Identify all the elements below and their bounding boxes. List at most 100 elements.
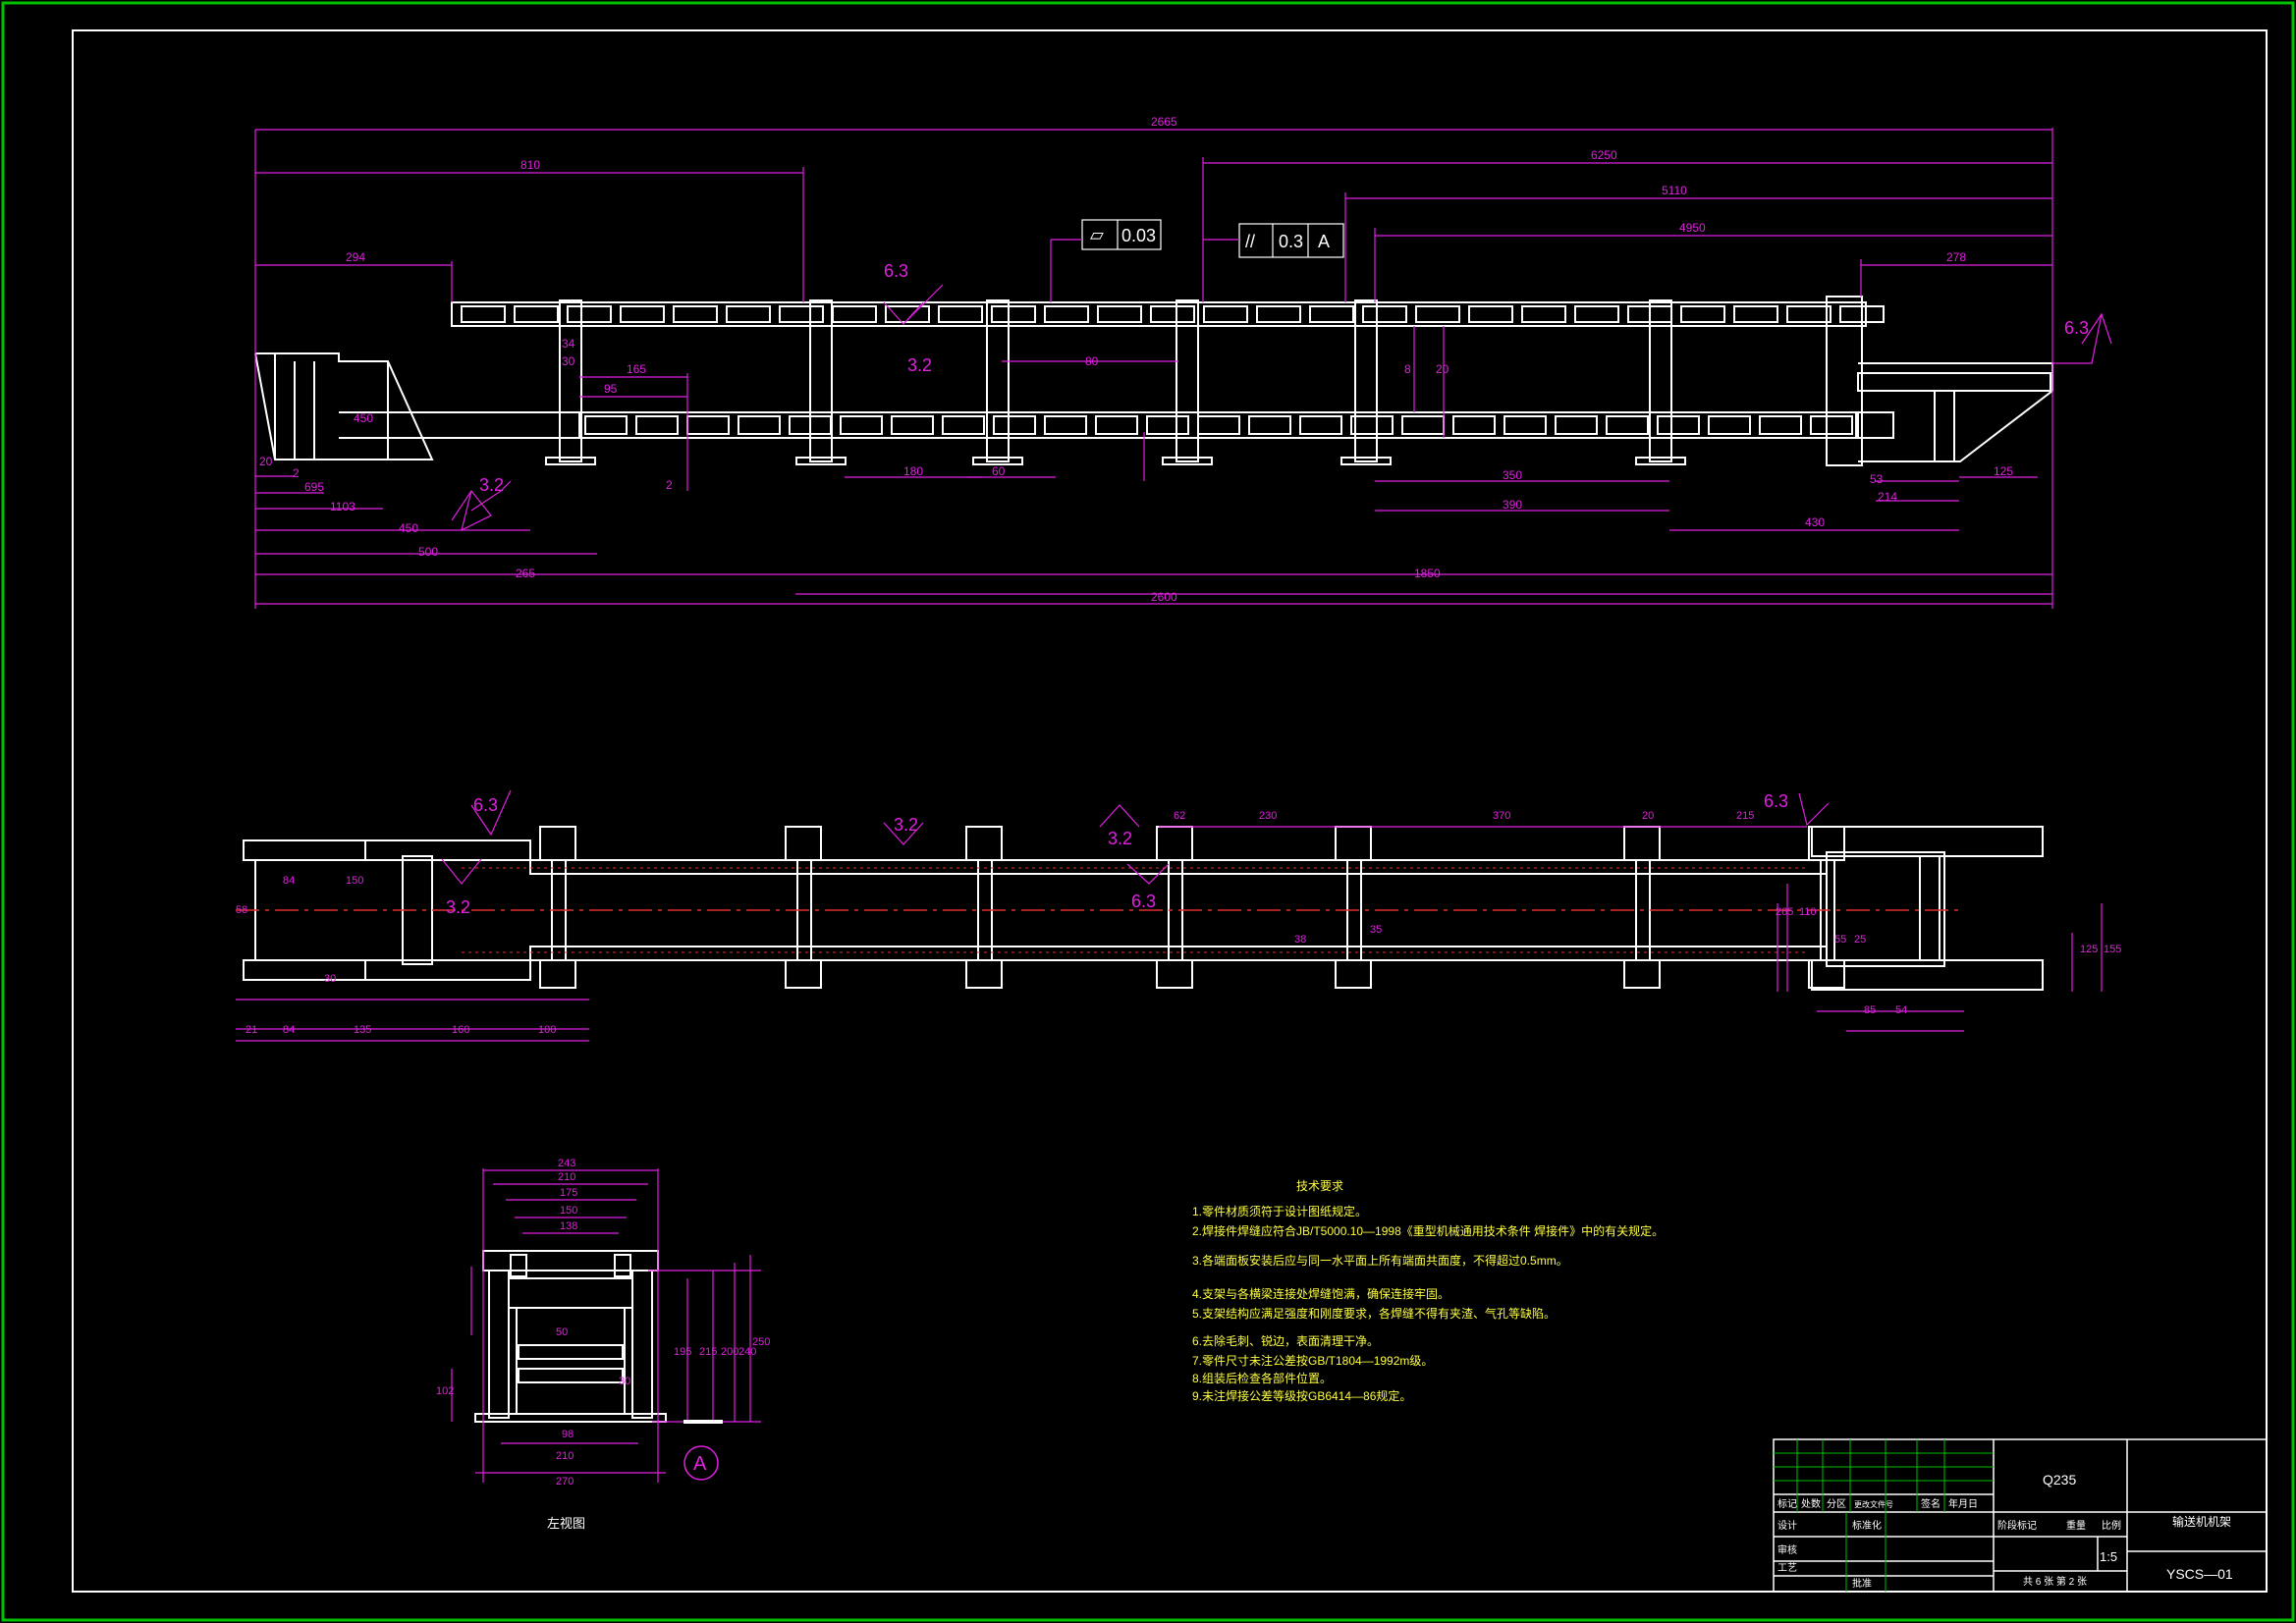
dim-500: 500 — [418, 545, 438, 559]
dim-450: 450 — [399, 521, 418, 535]
dim-270: 270 — [556, 1476, 574, 1488]
tech-line-1: 1.零件材质须符于设计图纸规定。 — [1192, 1204, 1367, 1218]
tb-design: 设计 — [1777, 1519, 1797, 1532]
top-view — [243, 826, 2044, 991]
tb-sign: 签名 — [1921, 1497, 1941, 1510]
front-view-dim-text: 2665 810 6250 5110 4950 294 278 80 34 30… — [259, 115, 2013, 604]
flatness-tolerance: 0.03 — [1121, 226, 1156, 245]
front-view-dimensions — [254, 128, 2112, 609]
tech-line-7: 7.零件尺寸未注公差按GB/T1804—1992m级。 — [1192, 1353, 1433, 1368]
dim-695: 695 — [304, 480, 324, 494]
dim-30: 30 — [324, 973, 336, 985]
drawing-frame — [72, 29, 2268, 1593]
dim-180: 180 — [903, 464, 923, 478]
dim-214: 214 — [1878, 490, 1897, 504]
dim-85: 85 — [1864, 1004, 1876, 1016]
dim-50: 50 — [556, 1326, 568, 1338]
parallel-tolerance: 0.3 — [1279, 232, 1303, 251]
tech-line-4: 4.支架与各横梁连接处焊缝饱满，确保连接牢固。 — [1192, 1286, 1449, 1301]
tb-zone: 分区 — [1827, 1498, 1846, 1510]
svg-text:⏥: ⏥ — [1090, 225, 1104, 244]
dim-175: 175 — [560, 1187, 577, 1199]
dim-62: 62 — [1174, 810, 1185, 822]
tech-line-8: 8.组装后检查各部件位置。 — [1192, 1371, 1332, 1385]
dim-98: 98 — [562, 1429, 574, 1440]
tech-line-2: 2.焊接件焊缝应符合JB/T5000.10—1998《重型机械通用技术条件 焊接… — [1192, 1223, 1664, 1238]
dim-240: 240 — [738, 1346, 756, 1358]
tech-requirements: 技术要求 1.零件材质须符于设计图纸规定。 2.焊接件焊缝应符合JB/T5000… — [1192, 1179, 1664, 1403]
dim-55: 55 — [1834, 934, 1846, 946]
side-view — [474, 1250, 667, 1423]
dim-25: 25 — [1854, 934, 1866, 946]
dim-60: 60 — [992, 464, 1006, 478]
dim-53: 53 — [1870, 472, 1884, 486]
tb-review: 审核 — [1777, 1543, 1797, 1556]
tech-line-6: 6.去除毛刺、锐边，表面清理干净。 — [1192, 1333, 1379, 1348]
dim-125: 125 — [1994, 464, 2013, 478]
dim-20-left: 20 — [259, 455, 273, 468]
dim-2665: 2665 — [1151, 115, 1177, 129]
front-view-tolerances: ⏥ 0.03 // 0.3 A 6.3 3.2 6.3 3.2 — [479, 225, 2089, 495]
dim-20: 20 — [1436, 362, 1449, 376]
dim-810: 810 — [520, 158, 540, 172]
part-name: 输送机机架 — [2172, 1514, 2231, 1529]
rough-3.2-d: 3.2 — [894, 815, 918, 835]
dim-38: 38 — [1294, 934, 1306, 946]
rough-3.2-c: 3.2 — [446, 897, 470, 917]
dim-95: 95 — [604, 382, 618, 396]
dim-110: 110 — [1799, 906, 1817, 918]
tb-change-doc: 更改文件号 — [1854, 1499, 1893, 1509]
front-view — [254, 296, 2053, 466]
dim-58: 58 — [236, 904, 247, 916]
rough-6.3-a: 6.3 — [884, 261, 908, 281]
tech-line-3: 3.各端面板安装后应与同一水平面上所有端面共面度，不得超过0.5mm。 — [1192, 1253, 1568, 1268]
top-view-dim-text: 62 230 370 20 215 84 150 58 21 84 135 16… — [236, 810, 2121, 1036]
dim-250: 250 — [752, 1336, 770, 1348]
rough-3.2-e: 3.2 — [1108, 829, 1132, 848]
top-view-roughness: 6.3 3.2 3.2 6.3 3.2 6.3 — [446, 791, 1788, 917]
dim-100: 100 — [538, 1024, 556, 1036]
tb-count: 处数 — [1801, 1497, 1821, 1510]
rough-6.3-d: 6.3 — [1131, 892, 1156, 911]
dim-430: 430 — [1805, 515, 1825, 529]
material: Q235 — [2043, 1472, 2076, 1488]
dim-6250: 6250 — [1591, 148, 1617, 162]
tech-title: 技术要求 — [1296, 1179, 1343, 1193]
dim-54: 54 — [1895, 1004, 1907, 1016]
dim-200: 200 — [721, 1346, 738, 1358]
dim-195: 195 — [674, 1346, 691, 1358]
section-mark: A — [683, 1420, 723, 1481]
tb-mark: 标记 — [1777, 1498, 1797, 1510]
dim-2-left: 2 — [293, 466, 300, 480]
title-block-text: 标记 处数 分区 更改文件号 签名 年月日 设计 标准化 阶段标记 重量 比例 … — [1777, 1497, 2121, 1590]
svg-text://: // — [1245, 232, 1255, 251]
top-view-dimensions — [236, 789, 2103, 1042]
dim-84-b: 84 — [283, 1024, 295, 1036]
dim-265: 265 — [516, 567, 535, 580]
title-block — [1773, 1438, 2268, 1593]
dim-20: 20 — [1642, 810, 1654, 822]
side-view-dim-text: 243 210 175 150 138 50 98 195 215 200 24… — [436, 1158, 770, 1488]
title-block-grid — [1774, 1439, 1994, 1592]
dim-230: 230 — [1259, 810, 1277, 822]
tb-process: 工艺 — [1777, 1562, 1797, 1574]
tb-scale-label: 比例 — [2102, 1519, 2121, 1532]
dim-1850: 1850 — [1414, 567, 1441, 580]
dim-102: 102 — [436, 1385, 454, 1397]
section-letter: A — [693, 1453, 707, 1475]
dim-4950: 4950 — [1679, 221, 1706, 235]
rough-6.3-b: 6.3 — [2064, 318, 2089, 338]
dim-35: 35 — [1370, 924, 1382, 936]
dim-125: 125 — [2080, 944, 2098, 955]
rough-6.3-c: 6.3 — [473, 795, 498, 815]
datum-label: A — [1318, 232, 1330, 251]
dim-350: 350 — [1503, 468, 1522, 482]
dim-30: 30 — [562, 354, 575, 368]
drawing-number: YSCS—01 — [2166, 1566, 2233, 1582]
dim-150: 150 — [346, 875, 363, 887]
dim-135: 135 — [354, 1024, 371, 1036]
dim-34: 34 — [562, 337, 575, 351]
dim-215: 215 — [699, 1346, 717, 1358]
